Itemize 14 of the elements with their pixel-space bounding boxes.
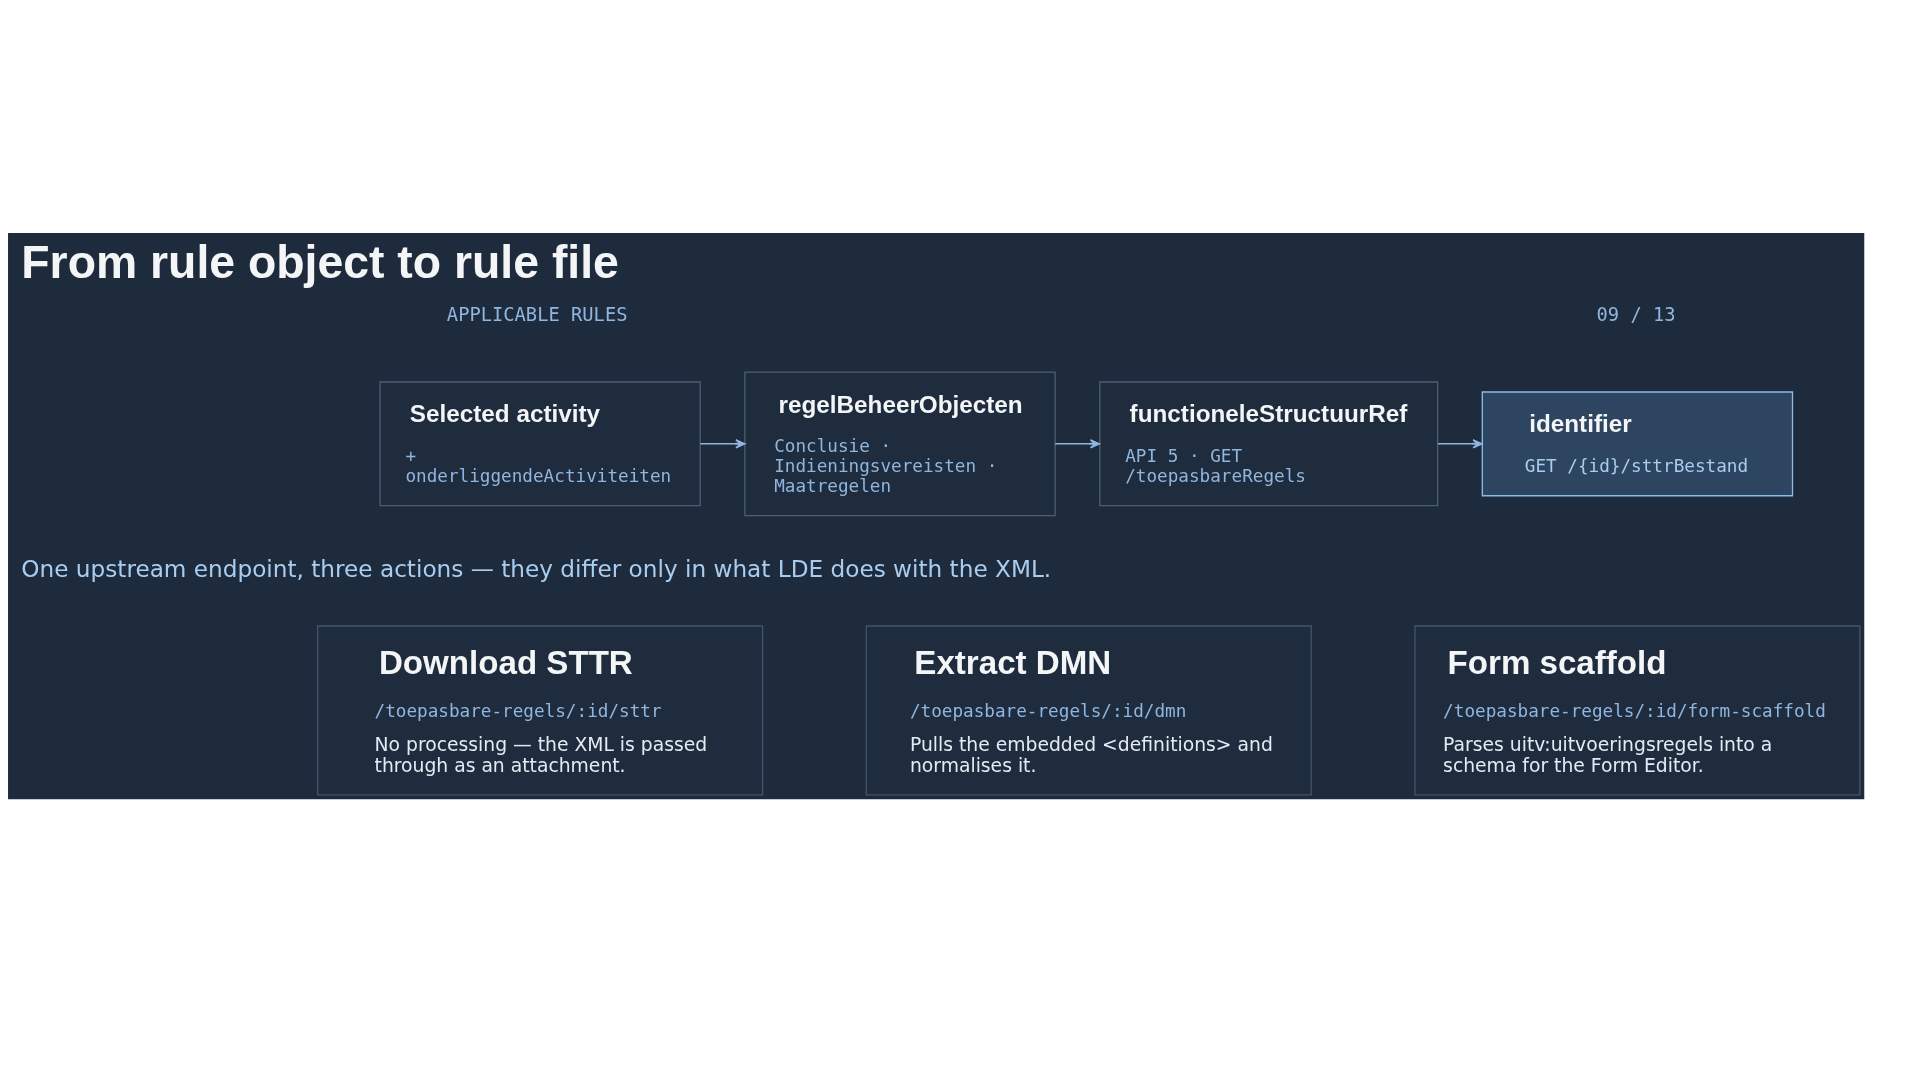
arrow (1054, 439, 1101, 449)
node-box: identifier GET /{id}/sttrBestand (1481, 391, 1794, 497)
node-box: Download STTR /toepasbare-regels/:id/sttr No processing — the XML is passed through as an attachment. (317, 625, 764, 796)
node-box: Form scaffold /toepasbare-regels/:id/form-scaffold Parses uitv:uitvoeringsregels into a schema for the Form Editor. (1414, 625, 1861, 796)
label: One upstream endpoint, three actions — they differ only in what LDE does with the XML. (21, 554, 1052, 582)
diagram-title: From rule object to rule file (21, 235, 619, 288)
node-box: Selected activity + onderliggendeActiviteiten (379, 381, 701, 507)
label: 09 / 13 (1596, 304, 1676, 326)
node-box: Extract DMN /toepasbare-regels/:id/dmn Pulls the embedded <definitions> and normalises it. (865, 625, 1312, 796)
arrow (699, 439, 746, 449)
node-box: regelBeheerObjecten Conclusie · Indieningsvereisten · Maatregelen (744, 371, 1056, 517)
node-box: functioneleStructuurRef API 5 · GET /toepasbareRegels (1099, 381, 1439, 507)
arrow (1437, 439, 1483, 449)
label: APPLICABLE RULES (446, 304, 628, 326)
